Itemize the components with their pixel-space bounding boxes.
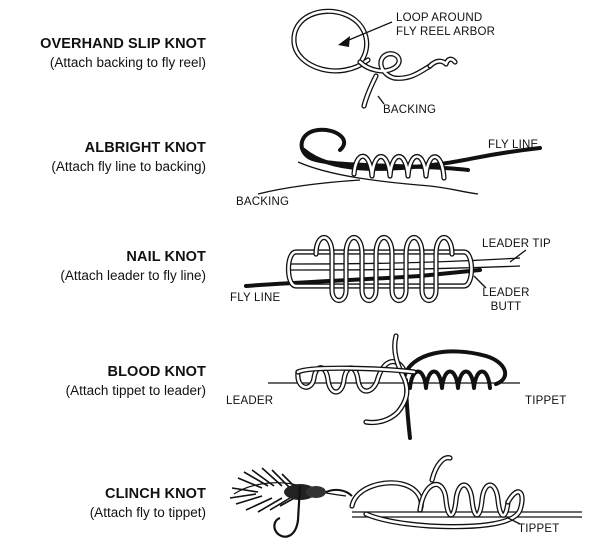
callout-line: BUTT bbox=[490, 301, 522, 313]
clinch-knot-drawing bbox=[229, 455, 582, 538]
nail-knot-drawing bbox=[244, 234, 527, 304]
knot-subtitle: (Attach leader to fly line) bbox=[60, 268, 206, 283]
knot-title: BLOOD KNOT bbox=[107, 364, 206, 380]
knot-subtitle: (Attach fly to tippet) bbox=[89, 505, 206, 520]
callout-line: LOOP AROUND bbox=[396, 12, 483, 24]
albright-knot-drawing bbox=[257, 127, 542, 195]
clinch-knot-label: CLINCH KNOT (Attach fly to tippet) bbox=[90, 486, 206, 520]
callout-leader-blood: LEADER bbox=[226, 395, 274, 407]
leader-tip-pointer bbox=[509, 249, 527, 263]
blood-knot-label: BLOOD KNOT (Attach tippet to leader) bbox=[66, 364, 206, 398]
fly-icon bbox=[229, 467, 353, 538]
loop-pointer-line bbox=[343, 21, 393, 43]
overhand-slip-knot-label: OVERHAND SLIP KNOT (Attach backing to fl… bbox=[40, 36, 206, 70]
callout-loop-around: LOOP AROUND FLY REEL ARBOR bbox=[396, 11, 495, 39]
blood-knot-drawing bbox=[268, 333, 520, 440]
callout-fly-line-nail: FLY LINE bbox=[230, 292, 281, 304]
loop-pointer-arrowhead bbox=[338, 36, 350, 47]
callout-line: FLY REEL ARBOR bbox=[396, 26, 496, 38]
callout-backing-albright: BACKING bbox=[236, 196, 290, 208]
knot-title: CLINCH KNOT bbox=[105, 486, 206, 502]
leader-butt-pointer bbox=[473, 275, 487, 289]
callout-tippet-blood: TIPPET bbox=[525, 395, 567, 407]
callout-leader-butt: LEADER BUTT bbox=[481, 286, 531, 314]
knot-subtitle: (Attach fly line to backing) bbox=[51, 159, 206, 174]
nail-knot-label: NAIL KNOT (Attach leader to fly line) bbox=[60, 249, 206, 283]
backing-pointer-line bbox=[377, 95, 385, 105]
knot-title: ALBRIGHT KNOT bbox=[84, 140, 206, 156]
knot-title: NAIL KNOT bbox=[126, 249, 206, 265]
callout-leader-tip: LEADER TIP bbox=[482, 238, 551, 250]
callout-backing-overhand: BACKING bbox=[383, 104, 437, 116]
callout-tippet-clinch: TIPPET bbox=[518, 523, 560, 535]
knot-subtitle: (Attach tippet to leader) bbox=[65, 383, 206, 398]
knot-subtitle: (Attach backing to fly reel) bbox=[49, 55, 206, 70]
knot-title: OVERHAND SLIP KNOT bbox=[40, 36, 206, 52]
overhand-slip-knot-drawing bbox=[291, 8, 458, 109]
albright-knot-label: ALBRIGHT KNOT (Attach fly line to backin… bbox=[51, 140, 206, 174]
callout-line: LEADER bbox=[482, 287, 530, 299]
tippet-pointer bbox=[507, 517, 521, 525]
